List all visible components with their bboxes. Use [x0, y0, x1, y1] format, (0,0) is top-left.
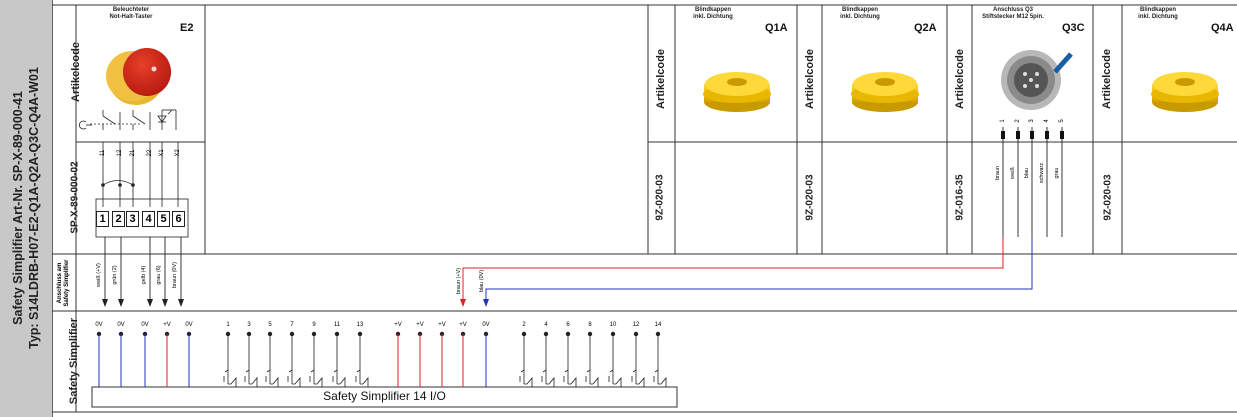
ss-terminal-label: 5: [268, 322, 272, 328]
ss-terminal-label: 9: [312, 322, 316, 328]
io-transistor-symbol: [265, 334, 279, 387]
ss-terminal-label: 4: [544, 322, 548, 328]
e2-terminal-box: 2: [112, 211, 125, 227]
io-transistor-symbol: [287, 334, 301, 387]
ss-terminal-label: 10: [609, 322, 617, 328]
ss-terminal-label: 0V: [117, 322, 125, 328]
e2-wire-label: grau (6): [156, 265, 162, 285]
e2-pin-label: 11: [100, 149, 106, 157]
e2-terminal-box: 3: [126, 211, 139, 227]
q3c-wire-color: braun: [995, 165, 1001, 181]
io-transistor-symbol: [541, 334, 555, 387]
e2-terminal-box: 4: [142, 211, 155, 227]
io-transistor-symbol: [585, 334, 599, 387]
io-transistor-symbol: [332, 334, 346, 387]
io-transistor-symbol: [244, 334, 258, 387]
row-label-artikelcode-q4a: Artikelcode: [1101, 49, 1113, 109]
e2-wire-label: braun (0V): [172, 262, 178, 288]
e2-pin-label: 21: [130, 149, 136, 157]
row-label-artikelcode-q2a: Artikelcode: [804, 49, 816, 109]
ss-terminal-label: 0V: [141, 322, 149, 328]
e2-wire-label: weiß (+V): [96, 263, 102, 287]
e2-pin-label: X2: [175, 149, 181, 157]
ss-terminal-label: 1: [226, 322, 230, 328]
row-label-anschluss: Anschluss am Safety Simplifier: [57, 259, 70, 307]
ss-terminal-label: +V: [163, 322, 171, 328]
row-label-artikelcode-q1a: Artikelcode: [655, 49, 667, 109]
ss-terminal-label: +V: [394, 322, 402, 328]
ss-terminal-label: 0V: [95, 322, 103, 328]
ss-terminal-label: 0V: [482, 322, 490, 328]
q1a-title: Blindkappen inkl. Dichtung: [693, 7, 733, 20]
ss-terminal-label: 14: [654, 322, 662, 328]
ss-terminal-label: 8: [588, 322, 592, 328]
ss-terminal-label: 3: [247, 322, 251, 328]
io-transistor-symbol: [355, 334, 369, 387]
q4a-title: Blindkappen inkl. Dichtung: [1138, 7, 1178, 20]
row-label-safety: Safety Simplifier: [68, 317, 80, 405]
q3c-wire-color: schwarz: [1039, 162, 1045, 184]
e2-wire-label: gelb (4): [141, 265, 147, 285]
ss-terminal-label: +V: [416, 322, 424, 328]
e2-title: Beleuchteter Not-Halt-Taster: [109, 7, 153, 20]
io-transistor-symbol: [631, 334, 645, 387]
q3c-code: 9Z-016-35: [954, 174, 966, 221]
e2-code: SP-X-89-000-02: [69, 161, 81, 234]
ss-terminal-label: 13: [356, 322, 364, 328]
ss-terminal-label: 12: [632, 322, 640, 328]
row-label-artikelcode-q3c: Artikelcode: [954, 49, 966, 109]
io-transistor-symbol: [653, 334, 667, 387]
io-transistor-symbol: [519, 334, 533, 387]
safety-simplifier-label: Safety Simplifier 14 I/O: [323, 389, 446, 403]
ss-connection-label: blau (0V): [479, 269, 485, 293]
q3c-id: Q3C: [1062, 22, 1085, 34]
q3c-pin-label: 4: [1044, 119, 1050, 123]
io-transistor-symbol: [223, 334, 237, 387]
row-label-artikelcode-e2: Artikelcode: [70, 42, 82, 102]
e2-terminal-box: 1: [96, 211, 109, 227]
e2-switch-schematic: [78, 109, 177, 130]
ss-terminal-label: 7: [290, 322, 294, 328]
q3c-pin-label: 3: [1029, 119, 1035, 123]
sidebar: Safety Simplifier Art-Nr. SP-X-89-000-41…: [0, 0, 53, 417]
emergency-stop-image: [106, 48, 171, 105]
e2-pin-label: 22: [147, 149, 153, 157]
q2a-title: Blindkappen inkl. Dichtung: [840, 7, 880, 20]
e2-terminal-box: 6: [172, 211, 185, 227]
q4a-id: Q4A: [1211, 22, 1234, 34]
ss-terminal-label: 0V: [185, 322, 193, 328]
io-transistor-symbol: [608, 334, 622, 387]
e2-id: E2: [180, 22, 194, 34]
blind-cap-images: [703, 72, 1219, 112]
io-transistor-symbol: [309, 334, 323, 387]
ss-terminal-label: +V: [459, 322, 467, 328]
q2a-id: Q2A: [914, 22, 937, 34]
ss-terminal-label: 2: [522, 322, 526, 328]
q3c-pin-label: 1: [1000, 119, 1006, 123]
q4a-code: 9Z-020-03: [1102, 174, 1114, 221]
q1a-code: 9Z-020-03: [654, 174, 666, 221]
q3c-pin-label: 2: [1015, 119, 1021, 123]
q1a-id: Q1A: [765, 22, 788, 34]
ss-connection-label: braun (+V): [456, 267, 462, 295]
q2a-code: 9Z-020-03: [804, 174, 816, 221]
q3c-title: Anschluss Q3 Stiftstecker M12 5pin.: [982, 7, 1044, 20]
m12-connector-image: [1001, 50, 1073, 110]
e2-pin-label: 12: [117, 149, 123, 157]
e2-terminal-box: 5: [157, 211, 170, 227]
q3c-wire-color: weiß: [1010, 167, 1016, 179]
q3c-wire-color: blau: [1024, 167, 1030, 179]
ss-terminal-label: +V: [438, 322, 446, 328]
q3c-pin-label: 5: [1059, 119, 1065, 123]
ss-terminal-label: 11: [333, 322, 341, 328]
ss-terminal-label: 6: [566, 322, 570, 328]
e2-pin-label: X1: [159, 149, 165, 157]
e2-wire-label: grün (2): [112, 265, 118, 285]
q3c-wire-color: grau: [1054, 167, 1060, 179]
io-transistor-symbol: [563, 334, 577, 387]
